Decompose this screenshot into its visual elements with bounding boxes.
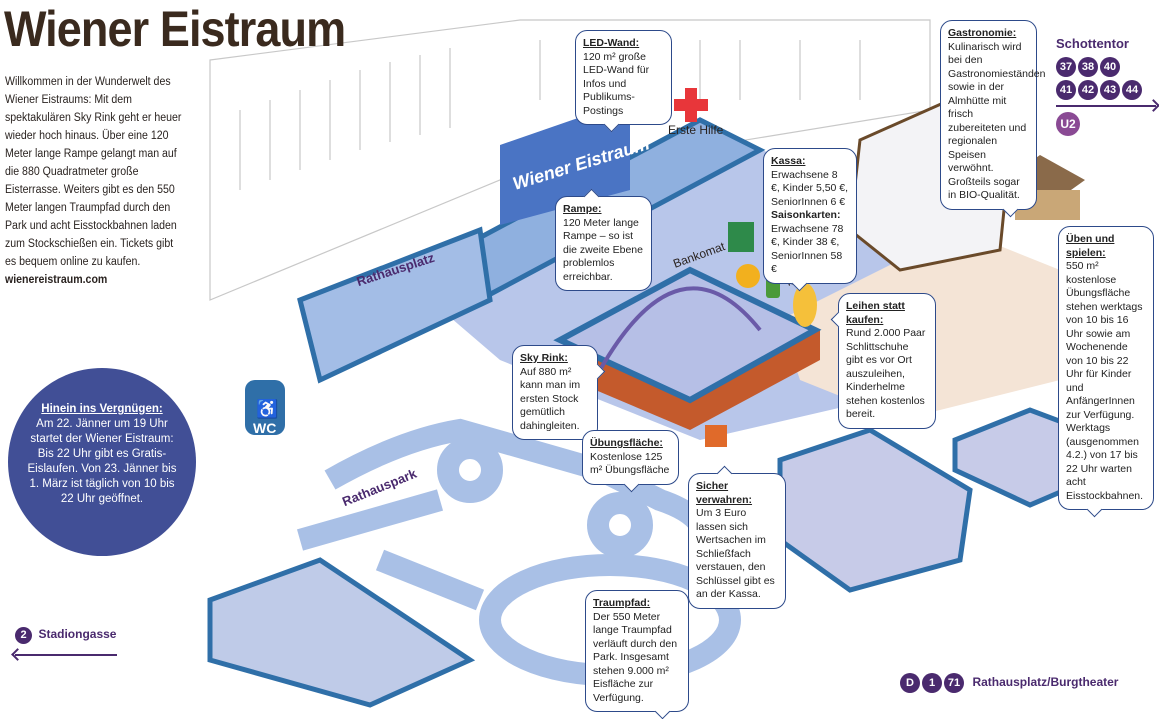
line-badge: 43: [1100, 80, 1120, 100]
first-aid-icon: [674, 88, 708, 122]
callout-traumpfad: Traumpfad:Der 550 Meter lange Traumpfad …: [585, 590, 689, 712]
callout-gastronomy: Gastronomie:Kulinarisch wird bei den Gas…: [940, 20, 1045, 210]
line-badge: 71: [944, 673, 964, 693]
callout-text: Rund 2.000 Paar Schlittschuhe gibt es vo…: [846, 327, 926, 420]
arrow-right-icon: [1056, 99, 1159, 112]
stop-name: Rathausplatz/Burgtheater: [972, 675, 1119, 689]
svg-text:♿: ♿: [256, 398, 278, 419]
metro-badge: U2: [1056, 112, 1080, 136]
callout-text: Auf 880 m² kann man im ersten Stock gemü…: [520, 365, 581, 432]
callout-heading: Sky Rink:: [520, 352, 568, 364]
park-rink-right: [777, 427, 973, 593]
callout-text: 550 m² kostenlose Übungsfläche stehen we…: [1066, 260, 1144, 502]
opening-info-circle: Hinein ins Vergnügen: Am 22. Jänner um 1…: [8, 368, 196, 556]
opening-heading: Hinein ins Vergnügen:: [41, 403, 163, 415]
locker-icon: [705, 425, 727, 447]
wc-icon: WC ♿: [245, 380, 285, 436]
line-badge: 37: [1056, 57, 1076, 77]
callout-text: Kulinarisch wird bei den Gastronomiestän…: [948, 40, 1046, 202]
callout-heading: Übungsfläche:: [590, 437, 663, 449]
callout-text: Erwachsene 8 €, Kinder 5,50 €, SeniorInn…: [771, 168, 849, 208]
callout-lockers: Sicher verwahren:Um 3 Euro lassen sich W…: [688, 473, 786, 609]
stop-name: Schottentor: [1056, 36, 1129, 51]
callout-skate-rental: Leihen statt kaufen:Rund 2.000 Paar Schl…: [838, 293, 936, 429]
euro-coin-icon: [736, 264, 760, 288]
callout-heading: Saisonkarten:: [771, 209, 841, 221]
line-badge: 40: [1100, 57, 1120, 77]
first-aid-label: Erste Hilfe: [668, 123, 724, 137]
callout-text: Kostenlose 125 m² Übungsfläche: [590, 450, 670, 477]
line-badge: 2: [15, 627, 32, 644]
line-badge: D: [900, 673, 920, 693]
callout-text: 120 Meter lange Rampe – so ist die zweit…: [563, 216, 643, 283]
page-title: Wiener Eistraum: [4, 1, 346, 57]
callout-text: 120 m² große LED-Wand für Infos und Publ…: [583, 50, 650, 117]
callout-heading: Kassa:: [771, 155, 806, 167]
transit-stadiongasse: 2 Stadiongasse: [11, 625, 117, 661]
park-rink-left: [207, 557, 476, 708]
callout-led-wall: LED-Wand:120 m² große LED-Wand für Infos…: [575, 30, 672, 125]
callout-heading: Traumpfad:: [593, 597, 651, 609]
line-badge: 38: [1078, 57, 1098, 77]
callout-sky-rink: Sky Rink:Auf 880 m² kann man im ersten S…: [512, 345, 598, 440]
line-badge: 42: [1078, 80, 1098, 100]
intro-body: Willkommen in der Wunderwelt des Wiener …: [5, 76, 182, 268]
svg-text:WC: WC: [253, 420, 276, 436]
callout-text: Erwachsene 78 €, Kinder 38 €, SeniorInne…: [771, 222, 844, 276]
callout-rampe: Rampe:120 Meter lange Rampe – so ist die…: [555, 196, 652, 291]
callout-practice-area: Übungsfläche:Kostenlose 125 m² Übungsflä…: [582, 430, 679, 485]
intro-text: Willkommen in der Wunderwelt des Wiener …: [5, 73, 184, 289]
bankomat-icon: [728, 222, 754, 252]
callout-heading: Leihen statt kaufen:: [846, 300, 905, 326]
callout-heading: Rampe:: [563, 203, 602, 215]
arrow-left-icon: [11, 648, 117, 661]
website-link[interactable]: wienereistraum.com: [5, 274, 108, 286]
callout-heading: Sicher verwahren:: [696, 480, 753, 506]
callout-practice: Üben und spielen:550 m² kostenlose Übung…: [1058, 226, 1154, 510]
opening-text: Am 22. Jänner um 19 Uhr startet der Wien…: [27, 418, 177, 505]
stop-name: Stadiongasse: [38, 627, 117, 641]
callout-heading: Gastronomie:: [948, 27, 1017, 39]
callout-heading: LED-Wand:: [583, 37, 640, 49]
sky-rink: [553, 266, 822, 404]
line-badge: 1: [922, 673, 942, 693]
line-badge: 44: [1122, 80, 1142, 100]
left-rink: [297, 226, 493, 384]
line-badge: 41: [1056, 80, 1076, 100]
callout-text: Der 550 Meter lange Traumpfad verläuft d…: [593, 610, 678, 704]
sky-rink-arch: [598, 286, 762, 371]
callout-kassa: Kassa:Erwachsene 8 €, Kinder 5,50 €, Sen…: [763, 148, 857, 284]
callout-text: Um 3 Euro lassen sich Wertsachen im Schl…: [696, 507, 775, 600]
callout-heading: Üben und spielen:: [1066, 233, 1115, 259]
skate-rental-icon: [793, 283, 817, 327]
